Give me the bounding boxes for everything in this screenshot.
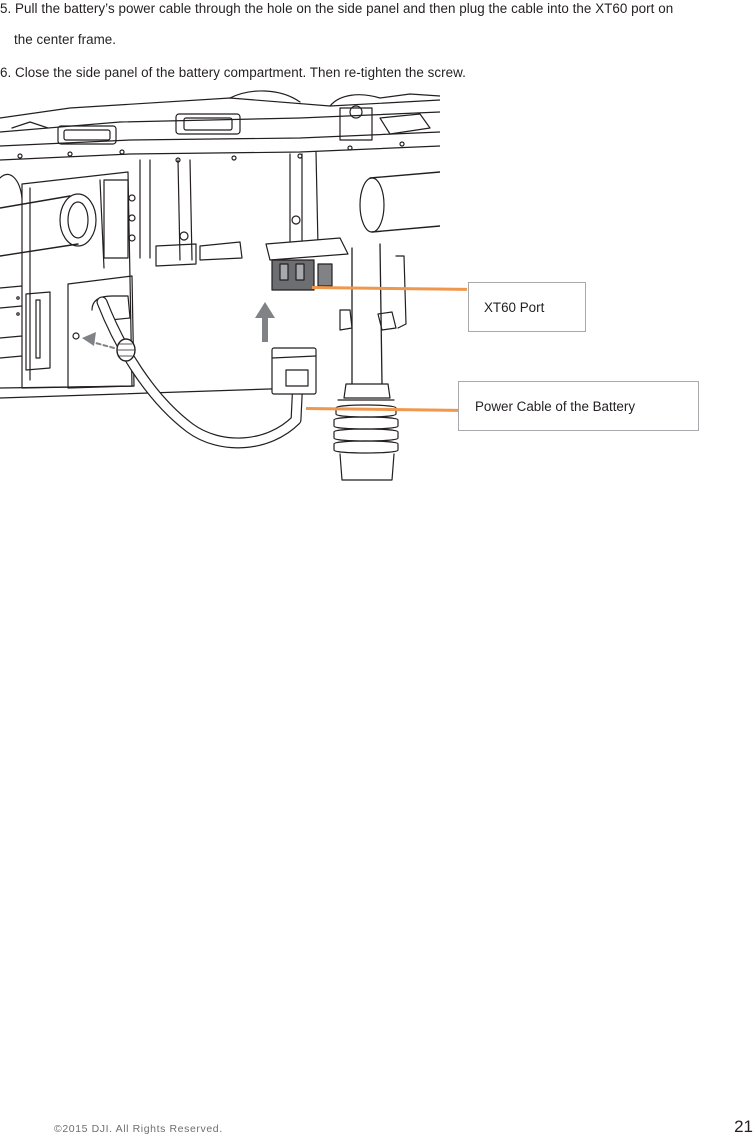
step-5-text-continued: the center frame. (14, 32, 117, 47)
step-6-text: 6. Close the side panel of the battery c… (0, 65, 466, 80)
center-posts (139, 151, 319, 267)
xt60-port-label: XT60 Port (484, 299, 545, 315)
top-frame-plates (0, 90, 440, 163)
xt60-port-graphic (265, 237, 349, 291)
drone-frame-illustration (0, 90, 440, 481)
screw-graphic (72, 332, 136, 362)
power-cable-label: Power Cable of the Battery (475, 398, 636, 414)
right-arm-tube (359, 171, 440, 233)
up-arrow-icon (255, 302, 275, 342)
battery-power-cable (96, 296, 317, 449)
dashed-arrow-icon (82, 332, 115, 349)
power-cable-callout: Power Cable of the Battery (458, 381, 699, 431)
xt60-port-callout: XT60 Port (468, 282, 586, 332)
copyright-footer: ©2015 DJI. All Rights Reserved. (54, 1123, 223, 1135)
landing-gear (333, 243, 407, 481)
step-5-text: 5. Pull the battery’s power cable throug… (0, 1, 674, 16)
page-number: 21 (734, 1117, 753, 1136)
left-arm-tube (0, 173, 97, 257)
